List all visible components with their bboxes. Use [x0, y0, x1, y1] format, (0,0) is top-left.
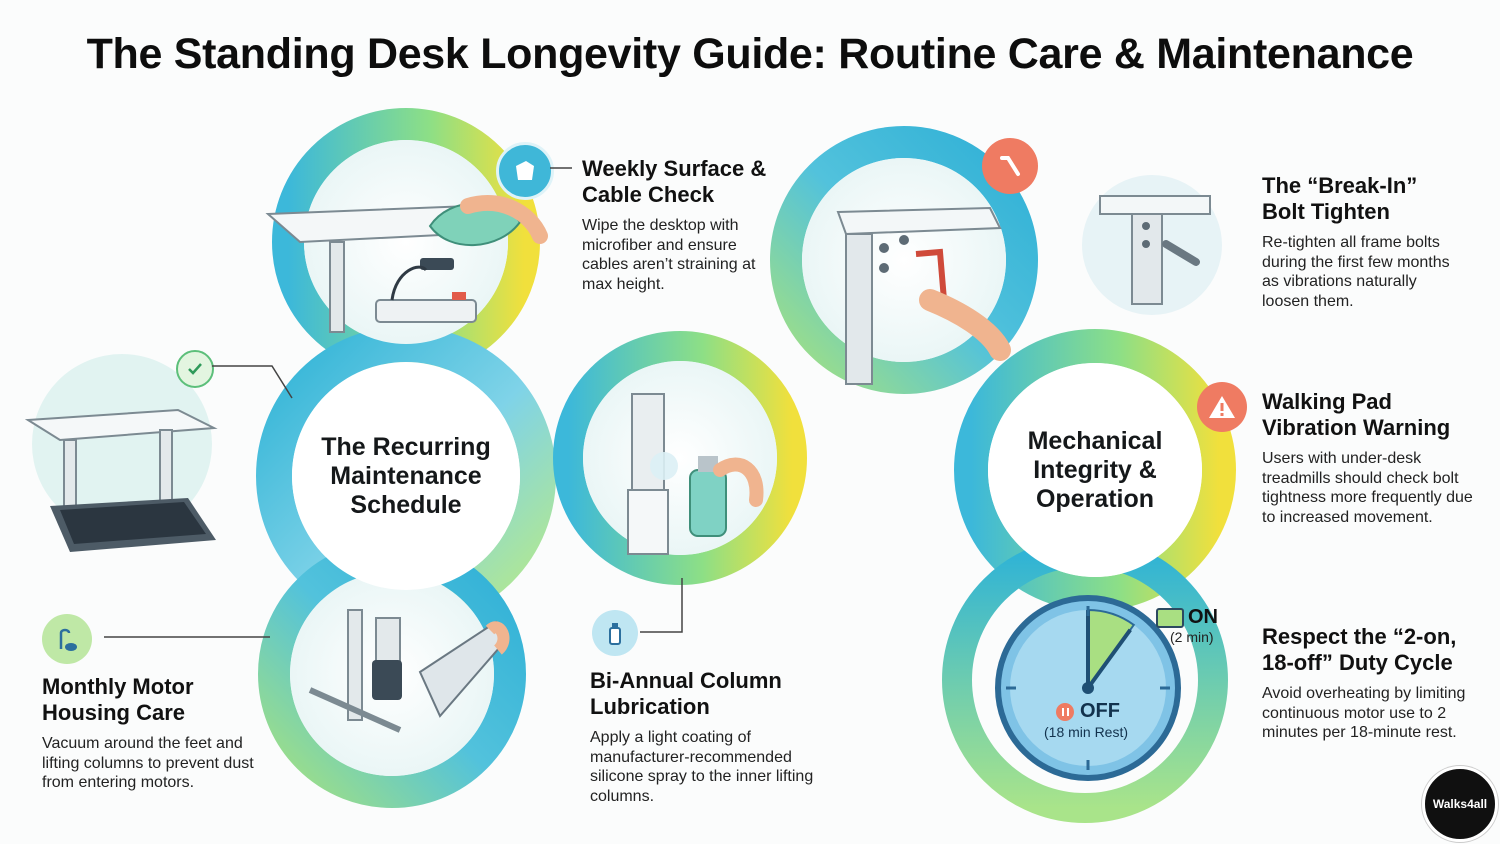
timer-off-label: OFF	[1080, 700, 1120, 722]
hub-left-title: The Recurring Maintenance Schedule	[321, 433, 491, 519]
tip-biannual-body: Apply a light coating of manufacturer-re…	[590, 729, 814, 805]
tip-duty: Respect the “2-on, 18-off” Duty Cycle Av…	[1262, 624, 1482, 743]
tip-walking: Walking Pad Vibration Warning Users with…	[1262, 389, 1484, 527]
tip-breakin-body: Re-tighten all frame bolts during the fi…	[1262, 234, 1450, 310]
brand-logo: Walks4all	[1422, 766, 1498, 842]
tip-walking-body: Users with under-desk treadmills should …	[1262, 450, 1473, 526]
cloth-icon	[496, 142, 554, 200]
spray-illustration	[627, 393, 764, 555]
page-title: The Standing Desk Longevity Guide: Routi…	[86, 30, 1414, 78]
desk-wipe-illustration	[265, 194, 548, 333]
tip-duty-title: Respect the “2-on, 18-off” Duty Cycle	[1262, 624, 1457, 675]
brand-logo-text: Walks4all	[1432, 797, 1488, 811]
timer-on-label: ON	[1188, 606, 1218, 628]
tip-monthly-title: Monthly Motor Housing Care	[42, 674, 194, 725]
hex-key-icon	[982, 138, 1038, 194]
tip-weekly: Weekly Surface & Cable Check Wipe the de…	[582, 156, 782, 294]
tip-monthly: Monthly Motor Housing Care Vacuum around…	[42, 674, 267, 793]
vacuum-illustration	[308, 609, 510, 733]
hub-right-title: Mechanical Integrity & Operation	[1027, 427, 1163, 513]
timer-on: ON	[1156, 606, 1218, 629]
timer-off: OFF	[1056, 700, 1120, 723]
tip-duty-body: Avoid overheating by limiting continuous…	[1262, 685, 1466, 741]
tip-walking-title: Walking Pad Vibration Warning	[1262, 389, 1451, 440]
pause-icon	[1056, 702, 1074, 721]
vacuum-icon	[42, 614, 92, 664]
spray-can-icon	[592, 610, 638, 656]
tip-breakin-title: The “Break-In” Bolt Tighten	[1262, 173, 1418, 224]
bolt-tighten-illustration	[836, 175, 1222, 385]
timer-off-sub: (18 min Rest)	[1044, 724, 1129, 740]
tip-biannual: Bi-Annual Column Lubrication Apply a lig…	[590, 668, 820, 806]
treadmill-desk-illustration	[24, 354, 218, 552]
tip-breakin: The “Break-In” Bolt Tighten Re-tighten a…	[1262, 173, 1482, 311]
tip-weekly-body: Wipe the desktop with microfiber and ens…	[582, 217, 756, 293]
tip-biannual-title: Bi-Annual Column Lubrication	[590, 668, 782, 719]
checkmark-icon	[176, 350, 214, 388]
duty-cycle-timer	[995, 595, 1181, 781]
motor-icon	[1156, 607, 1184, 628]
timer-on-sub: (2 min)	[1170, 629, 1214, 645]
tip-weekly-title: Weekly Surface & Cable Check	[582, 156, 767, 207]
warning-icon	[1197, 382, 1247, 432]
tip-monthly-body: Vacuum around the feet and lifting colum…	[42, 735, 254, 791]
